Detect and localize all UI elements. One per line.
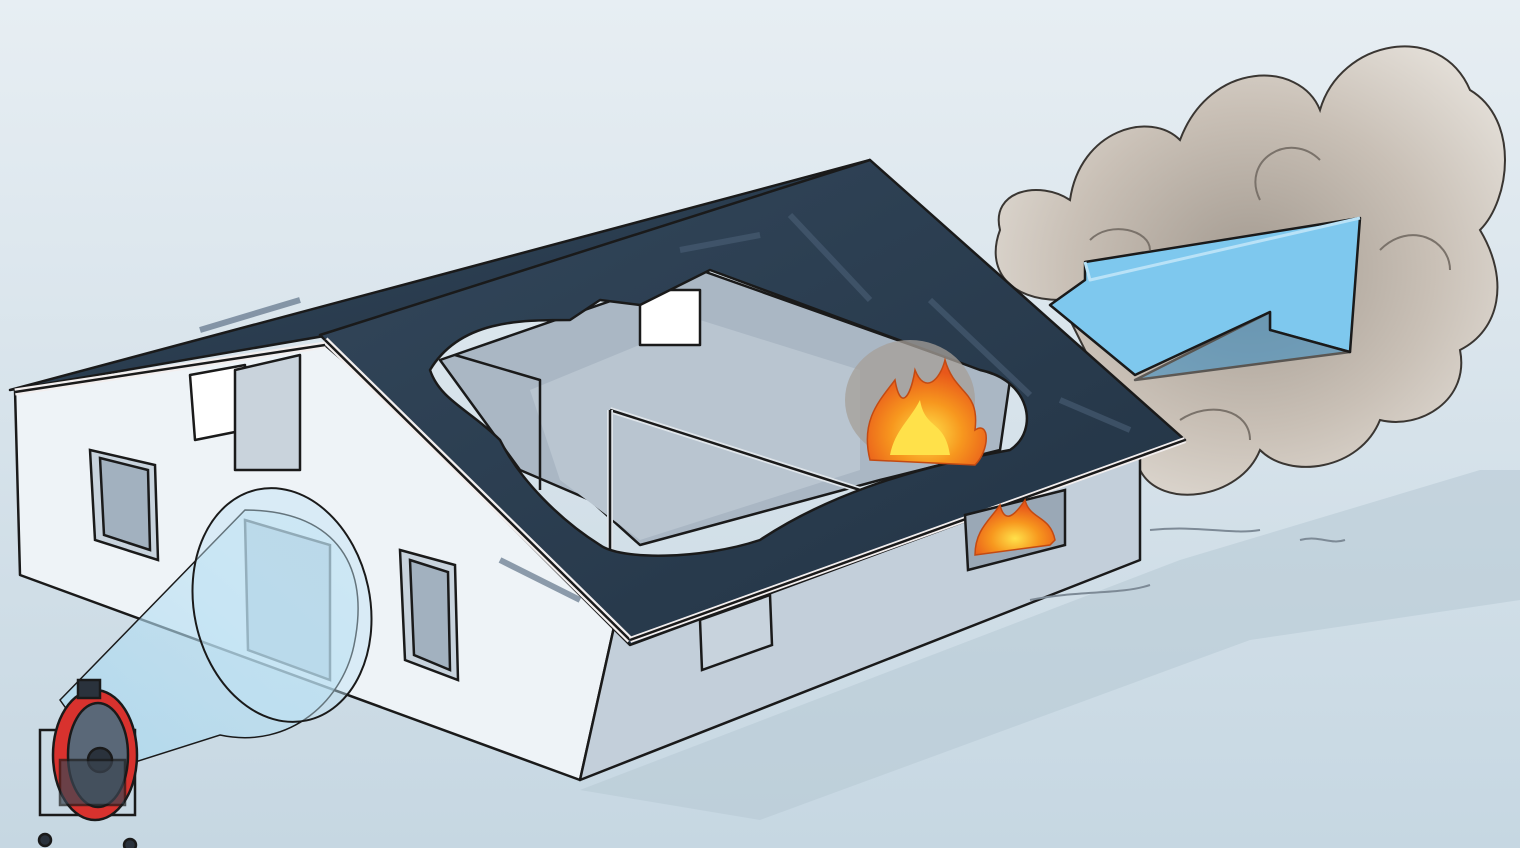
fan-wheel-left: [39, 834, 51, 846]
fan-wheel-right: [124, 839, 136, 848]
